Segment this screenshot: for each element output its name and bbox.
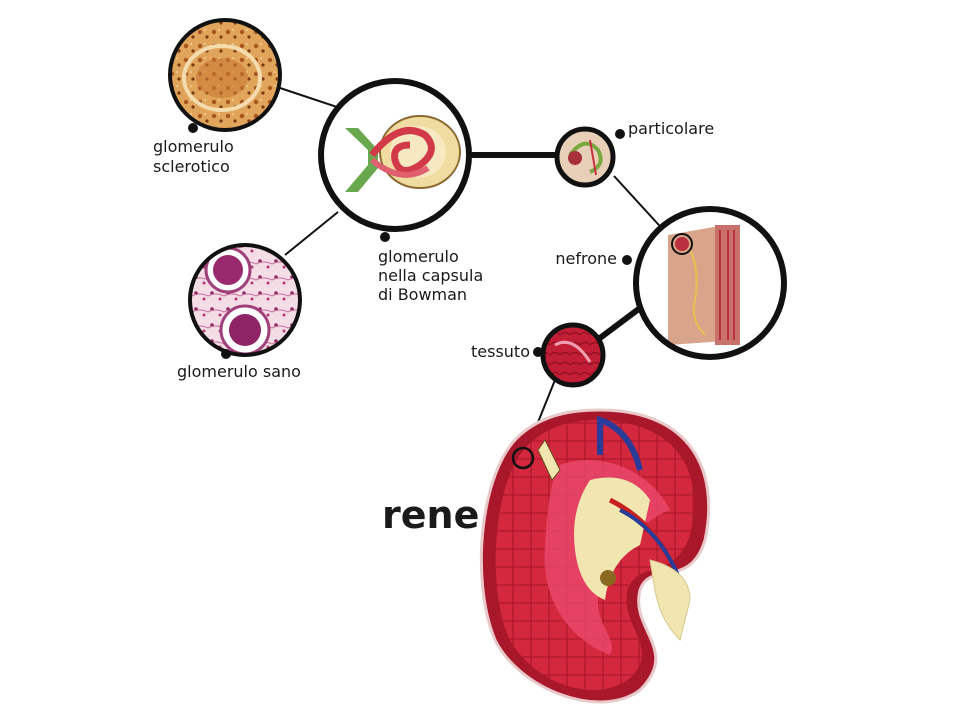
bullet-tissue	[533, 347, 543, 357]
connector-nephron-tissue	[598, 305, 642, 341]
labels: glomerulo sclerotico glomerulo nella cap…	[153, 119, 714, 537]
label-sclerotic-line2: sclerotico	[153, 157, 230, 176]
bullet-sclerotic	[188, 123, 198, 133]
bowman-capsule-image	[318, 78, 472, 232]
kidney-image	[479, 408, 711, 704]
bullet-nephron	[622, 255, 632, 265]
label-capsule-line1: glomerulo	[378, 247, 459, 266]
healthy-glomerulus-image	[188, 243, 302, 357]
label-bullets	[188, 123, 632, 359]
detail-image	[554, 126, 616, 188]
label-sclerotic-line1: glomerulo	[153, 137, 234, 156]
nephron-image	[633, 206, 787, 360]
connector-healthy	[284, 211, 339, 256]
tissue-image	[540, 322, 606, 388]
label-kidney: rene	[382, 493, 479, 537]
label-tissue: tessuto	[471, 342, 530, 361]
label-nephron: nefrone	[555, 249, 617, 268]
label-capsule-line3: di Bowman	[378, 285, 467, 304]
connector-detail-nephron	[613, 175, 669, 236]
bullet-capsule	[380, 232, 390, 242]
bullet-detail	[615, 129, 625, 139]
sclerotic-glomerulus-image	[168, 18, 282, 132]
bullet-healthy	[221, 349, 231, 359]
label-detail: particolare	[628, 119, 714, 138]
label-healthy: glomerulo sano	[177, 362, 301, 381]
label-capsule-line2: nella capsula	[378, 266, 483, 285]
